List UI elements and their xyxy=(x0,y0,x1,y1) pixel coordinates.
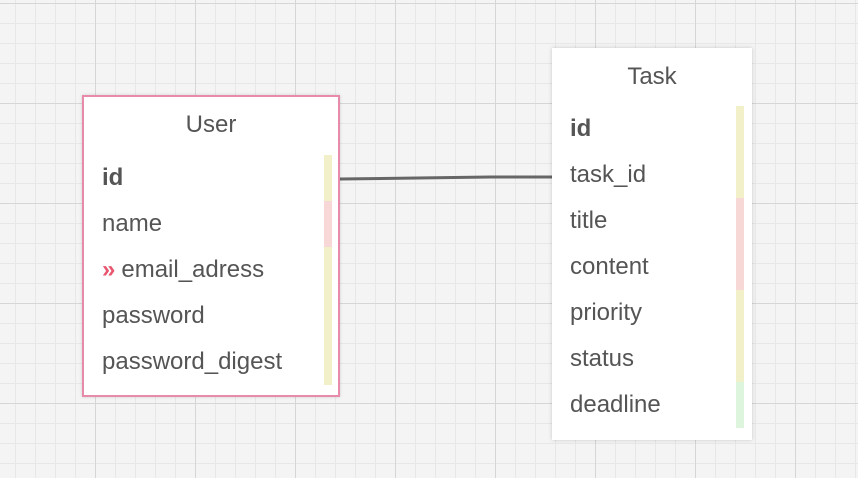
user-field-name[interactable]: name xyxy=(102,201,162,247)
user-field-email-adress-label: email_adress xyxy=(121,256,265,283)
task-field-content[interactable]: content xyxy=(570,244,649,290)
task-field-id[interactable]: id xyxy=(570,106,591,152)
task-table[interactable]: Task id task_id title content priority s… xyxy=(552,48,752,440)
user-table-title: User xyxy=(185,111,237,138)
task-field-status-label: status xyxy=(570,345,635,372)
user-field-password[interactable]: password xyxy=(102,293,205,339)
task-field-deadline[interactable]: deadline xyxy=(570,382,661,428)
user-field-name-label: name xyxy=(102,210,163,237)
user-task-connector[interactable] xyxy=(339,175,552,181)
task-table-title: Task xyxy=(627,63,677,90)
task-field-task-id[interactable]: task_id xyxy=(570,152,646,198)
user-field-password-label: password xyxy=(102,302,205,329)
user-field-stripe-name xyxy=(324,201,332,247)
task-field-content-label: content xyxy=(570,253,649,280)
user-field-stripe-id xyxy=(324,155,332,201)
task-field-stripe-title xyxy=(736,198,744,290)
task-field-deadline-label: deadline xyxy=(570,391,661,418)
user-field-id[interactable]: id xyxy=(102,155,123,201)
task-field-priority[interactable]: priority xyxy=(570,290,642,336)
task-field-title[interactable]: title xyxy=(570,198,607,244)
task-field-id-label: id xyxy=(570,115,592,142)
user-field-password-digest-label: password_digest xyxy=(102,348,283,375)
task-field-status[interactable]: status xyxy=(570,336,634,382)
user-field-stripe-email xyxy=(324,247,332,385)
task-field-priority-label: priority xyxy=(570,299,643,326)
user-field-password-digest[interactable]: password_digest xyxy=(102,339,282,385)
user-table[interactable]: User id name »email_adress password pass… xyxy=(82,95,340,397)
task-field-title-label: title xyxy=(570,207,608,234)
task-field-task-id-label: task_id xyxy=(570,161,647,188)
task-field-stripe-deadline xyxy=(736,382,744,428)
task-field-stripe-id xyxy=(736,106,744,198)
user-field-id-label: id xyxy=(102,164,124,191)
task-field-stripe-priority xyxy=(736,290,744,382)
user-field-email-adress[interactable]: »email_adress xyxy=(102,247,264,293)
double-chevron-right-icon: » xyxy=(102,256,116,283)
